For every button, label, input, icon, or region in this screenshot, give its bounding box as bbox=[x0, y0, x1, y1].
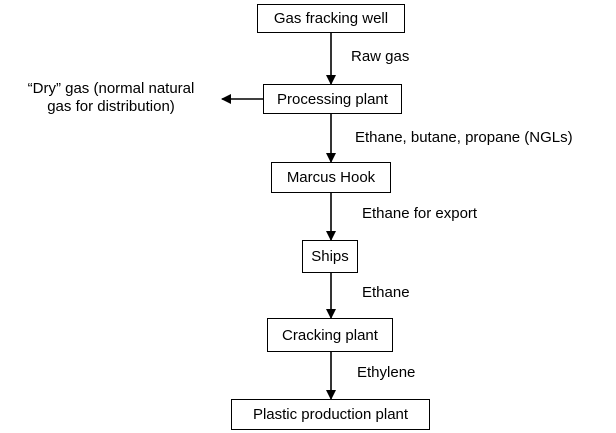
side-output-dry-gas: “Dry” gas (normal natural gas for distri… bbox=[8, 80, 214, 116]
node-processing-plant: Processing plant bbox=[263, 84, 402, 114]
edge-label-raw-gas: Raw gas bbox=[351, 48, 410, 65]
side-output-line-1: “Dry” gas (normal natural bbox=[27, 80, 195, 97]
node-marcus-hook: Marcus Hook bbox=[271, 162, 391, 193]
node-ships: Ships bbox=[302, 240, 358, 273]
edge-label-ethane-for-export: Ethane for export bbox=[362, 205, 478, 222]
node-cracking-plant: Cracking plant bbox=[267, 318, 393, 352]
node-plastic-production-plant: Plastic production plant bbox=[231, 399, 430, 430]
side-output-line-2: gas for distribution) bbox=[47, 98, 175, 115]
edge-label-ethane: Ethane bbox=[362, 284, 410, 301]
edge-label-ngls: Ethane, butane, propane (NGLs) bbox=[355, 129, 573, 146]
node-gas-fracking-well: Gas fracking well bbox=[257, 4, 405, 33]
edge-label-ethylene: Ethylene bbox=[357, 364, 416, 381]
